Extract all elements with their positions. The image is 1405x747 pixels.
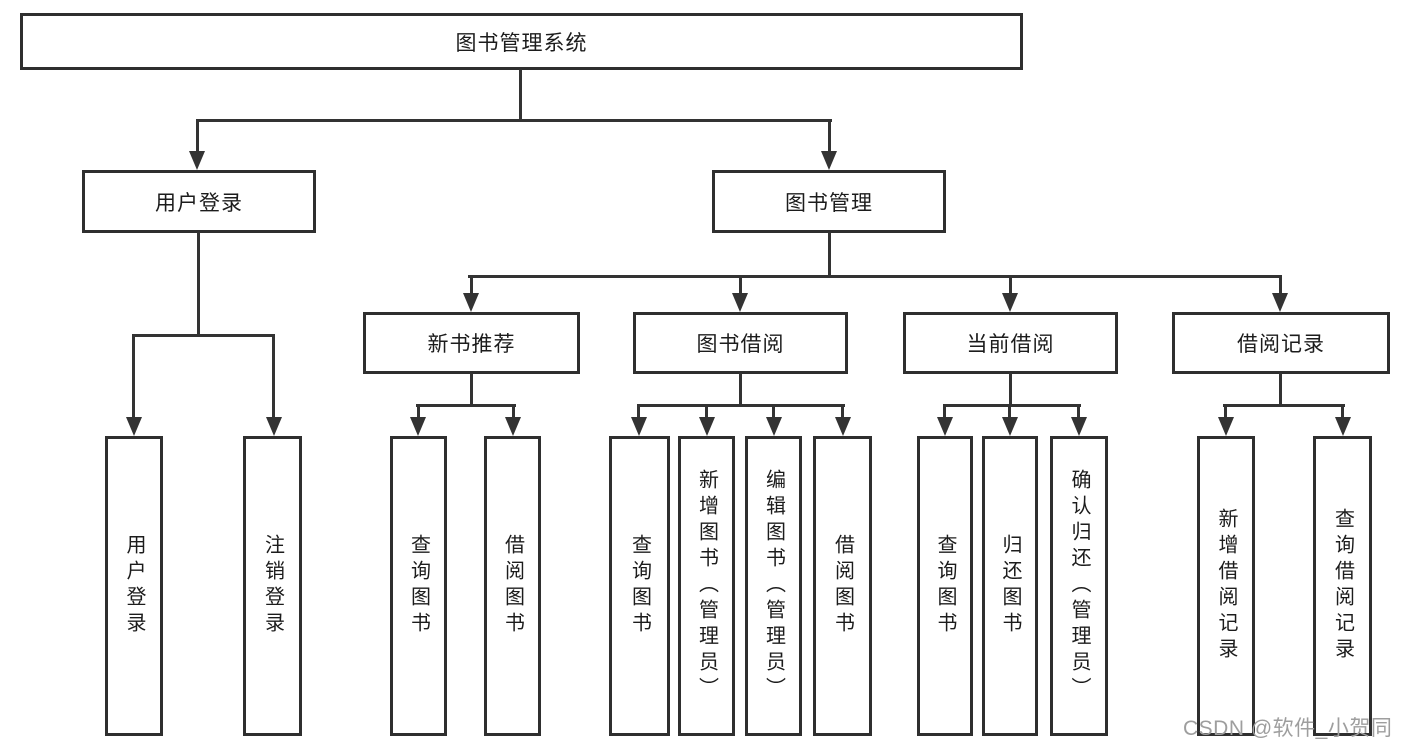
leaf-label: 用户登录 [123,534,145,638]
connector-line [705,404,708,420]
leaf-borrow-books: 借阅图书 [813,436,872,736]
connector-line [512,404,515,420]
arrowhead-down [821,151,837,170]
leaf-confirm-return-admin: 确认归还（管理员） [1050,436,1108,736]
arrowhead-down [1002,417,1018,436]
arrowhead-down [1272,293,1288,312]
node-current-borrow: 当前借阅 [903,312,1118,374]
connector-line [196,119,832,122]
leaf-add-borrow-record: 新增借阅记录 [1197,436,1255,736]
connector-line [519,69,522,121]
leaf-label: 编辑图书（管理员） [762,469,785,703]
connector-line [417,404,420,420]
connector-line [841,404,844,420]
connector-line [739,275,742,296]
arrowhead-down [1218,417,1234,436]
node-book-management: 图书管理 [712,170,946,233]
leaf-label: 借阅图书 [831,534,854,638]
node-borrow-records: 借阅记录 [1172,312,1390,374]
arrowhead-down [835,417,851,436]
node-root-label: 图书管理系统 [455,31,588,55]
connector-line [132,334,275,337]
connector-line [943,404,946,420]
leaf-edit-books-admin: 编辑图书（管理员） [745,436,802,736]
arrowhead-down [1071,417,1087,436]
node-book-borrow: 图书借阅 [633,312,848,374]
connector-line [1223,404,1345,407]
node-root: 图书管理系统 [20,13,1023,70]
leaf-label: 查询图书 [934,534,956,638]
leaf-label: 查询借阅记录 [1331,508,1354,664]
connector-line [637,404,845,407]
connector-line [1341,404,1344,420]
node-label: 图书借阅 [696,333,785,356]
arrowhead-down [699,417,715,436]
node-label: 用户登录 [155,191,243,215]
leaf-add-books-admin: 新增图书（管理员） [678,436,735,736]
arrowhead-down [1335,417,1351,436]
connector-line [470,373,473,407]
connector-line [772,404,775,420]
arrowhead-down [463,293,479,312]
leaf-label: 新增借阅记录 [1215,508,1237,664]
connector-line [1009,275,1012,296]
connector-line [828,119,831,153]
arrowhead-down [410,417,426,436]
leaf-return-books: 归还图书 [982,436,1038,736]
connector-line [1077,404,1080,420]
leaf-query-books-borrow: 查询图书 [609,436,670,736]
csdn-watermark: CSDN @软件_小贺同学 [1183,717,1393,740]
leaf-label: 确认归还（管理员） [1068,469,1090,703]
arrowhead-down [1002,293,1018,312]
leaf-query-borrow-record: 查询借阅记录 [1313,436,1372,736]
leaf-label: 查询图书 [628,534,651,638]
leaf-query-books-current: 查询图书 [917,436,973,736]
leaf-user-login: 用户登录 [105,436,163,736]
node-label: 借阅记录 [1237,333,1325,356]
arrowhead-down [505,417,521,436]
connector-line [943,404,1081,407]
connector-line [1279,373,1282,407]
leaf-label: 新增图书（管理员） [695,469,718,703]
leaf-label: 借阅图书 [501,534,524,638]
node-label: 新书推荐 [427,333,516,356]
leaf-label: 归还图书 [999,534,1021,638]
connector-line [828,232,831,278]
connector-line [132,334,135,419]
connector-line [1009,373,1012,407]
connector-line [196,119,199,153]
connector-line [1279,275,1282,296]
arrowhead-down [631,417,647,436]
leaf-borrow-books-recommend: 借阅图书 [484,436,541,736]
connector-line [272,334,275,419]
node-label: 当前借阅 [966,333,1055,356]
arrowhead-down [937,417,953,436]
arrowhead-down [766,417,782,436]
connector-line [637,404,640,420]
node-new-book-recommend: 新书推荐 [363,312,580,374]
arrowhead-down [266,417,282,436]
connector-line [470,275,473,296]
arrowhead-down [126,417,142,436]
connector-line [1008,404,1011,420]
leaf-logout: 注销登录 [243,436,302,736]
connector-line [739,373,742,407]
node-user-login: 用户登录 [82,170,316,233]
leaf-query-books-recommend: 查询图书 [390,436,447,736]
leaf-label: 查询图书 [407,534,430,638]
arrowhead-down [189,151,205,170]
node-label: 图书管理 [785,191,873,215]
connector-line [416,404,516,407]
leaf-label: 注销登录 [261,534,284,638]
connector-line [197,232,200,337]
arrowhead-down [732,293,748,312]
connector-line [1224,404,1227,420]
connector-line [468,275,1282,278]
